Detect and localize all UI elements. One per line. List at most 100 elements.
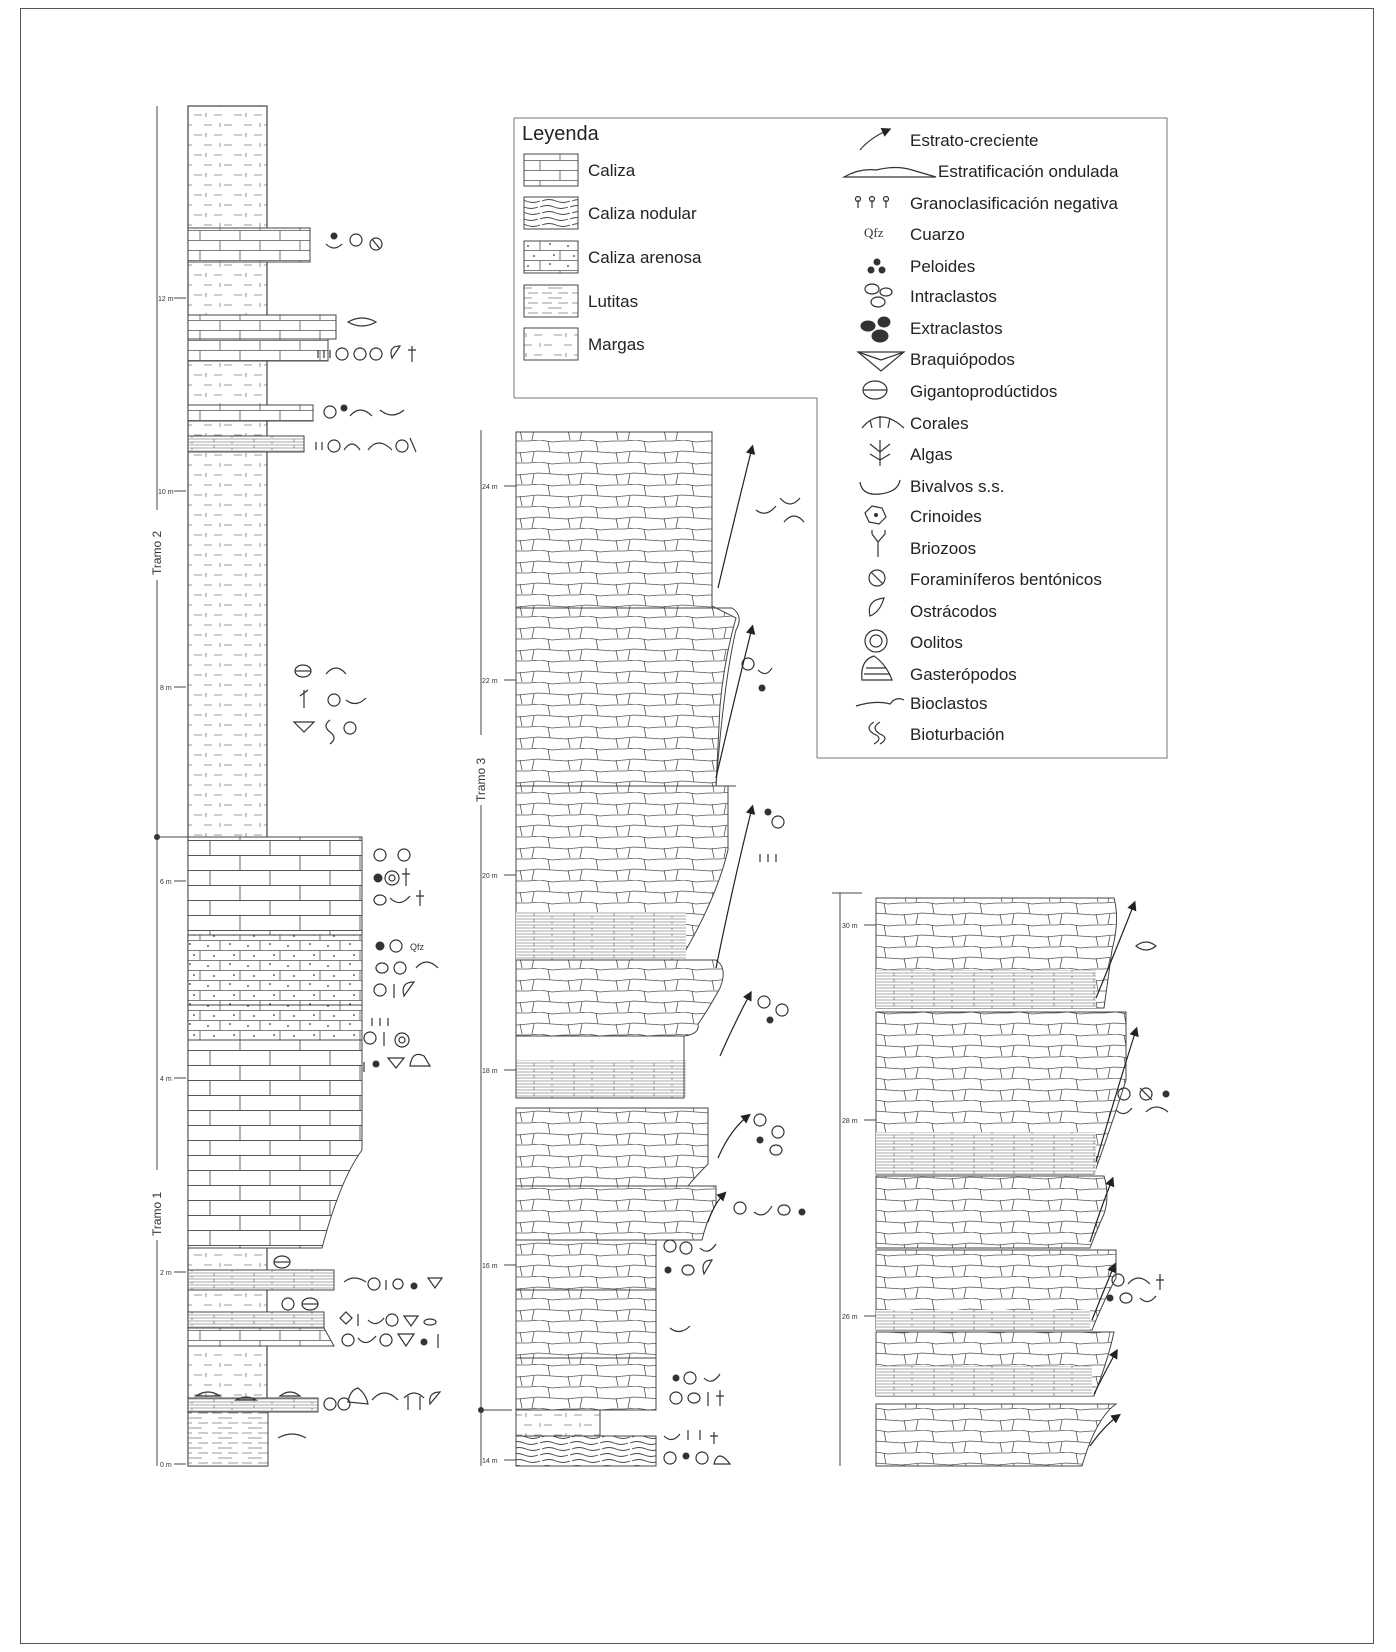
bed xyxy=(875,1403,1118,1467)
legend-label-caliza: Caliza xyxy=(588,161,636,180)
bed xyxy=(187,1269,335,1291)
legend-label-oolitos: Oolitos xyxy=(910,633,963,652)
bed xyxy=(187,1004,363,1041)
wavy-bedding-icon xyxy=(841,166,937,178)
bed xyxy=(187,836,363,936)
tramo-1-label: Tramo 1 xyxy=(150,1191,164,1236)
tick-2m: 2 m xyxy=(160,1270,172,1277)
tick-26m: 26 m xyxy=(842,1314,858,1321)
fossil-symbols-col2 xyxy=(663,497,806,1465)
scale-ticks-3: 26 m 28 m 30 m xyxy=(842,923,876,1321)
intraclast-icon xyxy=(864,283,893,308)
peloid-icon xyxy=(867,258,886,274)
tramo-3-label: Tramo 3 xyxy=(474,757,488,802)
swatch-caliza xyxy=(523,153,579,187)
tick-16m: 16 m xyxy=(482,1263,498,1270)
legend-label-caliza-nodular: Caliza nodular xyxy=(588,204,697,223)
bed xyxy=(515,1357,657,1411)
legend-symbol-labels: Estrato-creciente Estratificación ondula… xyxy=(910,131,1119,744)
bed-top-col2 xyxy=(515,431,737,787)
tick-22m: 22 m xyxy=(482,678,498,685)
legend-label-granoclasificacion: Granoclasificación negativa xyxy=(910,194,1118,213)
tick-28m: 28 m xyxy=(842,1118,858,1125)
arrows-col2 xyxy=(707,444,756,1223)
bed xyxy=(187,1311,325,1329)
swatch-lutitas xyxy=(523,284,579,318)
gastropod-icon xyxy=(861,655,893,681)
bed xyxy=(515,1435,657,1467)
legend-label-bioturbacion: Bioturbación xyxy=(910,725,1005,744)
swatch-caliza-nodular xyxy=(523,196,579,230)
tick-20m: 20 m xyxy=(482,873,498,880)
swatch-margas xyxy=(523,327,579,361)
bed xyxy=(187,435,305,453)
svg-text:Qfz: Qfz xyxy=(410,942,425,952)
legend-label-bivalvos: Bivalvos s.s. xyxy=(910,477,1004,496)
bed xyxy=(187,314,337,340)
legend-label-extraclastos: Extraclastos xyxy=(910,319,1003,338)
legend-label-intraclastos: Intraclastos xyxy=(910,287,997,306)
bed xyxy=(515,959,724,1037)
swatch-caliza-arenosa xyxy=(523,240,579,274)
legend-label-ostracodos: Ostrácodos xyxy=(910,602,997,621)
scale-ticks-1: 0 m 2 m 4 m 6 m 8 m 10 m 12 m xyxy=(158,296,186,1469)
fossil-symbols-col1: Qfz xyxy=(194,232,444,1439)
bed xyxy=(187,1039,363,1249)
tick-0m: 0 m xyxy=(160,1462,172,1469)
bed xyxy=(187,227,311,263)
column-3: 26 m 28 m 30 m xyxy=(832,892,1170,1467)
tick-8m: 8 m xyxy=(160,685,172,692)
fossil-symbols-col3 xyxy=(1106,941,1170,1304)
brachiopod-icon xyxy=(856,351,906,372)
legend-label-margas: Margas xyxy=(588,335,645,354)
crinoid-icon xyxy=(864,505,887,525)
legend-label-peloides: Peloides xyxy=(910,257,975,276)
bioclast-icon xyxy=(855,698,905,707)
bivalve-icon xyxy=(859,479,901,495)
legend-label-estrato-creciente: Estrato-creciente xyxy=(910,131,1039,150)
tick-6m: 6 m xyxy=(160,879,172,886)
coral-icon xyxy=(861,416,905,429)
legend-box-inner-edge xyxy=(514,397,818,758)
tick-24m: 24 m xyxy=(482,484,498,491)
legend-label-gasteropodos: Gasterópodos xyxy=(910,665,1017,684)
legend-label-cuarzo: Cuarzo xyxy=(910,225,965,244)
bed xyxy=(515,1185,717,1241)
gigantoproductid-icon xyxy=(862,380,888,400)
legend-label-corales: Corales xyxy=(910,414,969,433)
negative-grading-icon xyxy=(854,195,890,208)
bioturbation-icon xyxy=(868,721,886,745)
arrow-icon xyxy=(859,128,892,151)
bed xyxy=(515,1409,601,1437)
foraminifera-icon xyxy=(868,569,886,587)
bed xyxy=(875,1175,1108,1249)
scale-ticks-2: 14 m 16 m 18 m 20 m 22 m 24 m xyxy=(482,484,516,1465)
column-1: 0 m 2 m 4 m 6 m 8 m 10 m 12 m Tramo 1 Tr… xyxy=(150,105,444,1469)
legend-label-caliza-arenosa: Caliza arenosa xyxy=(588,248,702,267)
bed xyxy=(187,934,363,1006)
legend-label-gigantoproductidos: Gigantoprodúctidos xyxy=(910,382,1057,401)
bed xyxy=(187,404,314,422)
ostracod-icon xyxy=(868,597,885,617)
legend-label-estratificacion-ondulada: Estratificación ondulada xyxy=(938,162,1119,181)
bed xyxy=(187,338,329,362)
tick-4m: 4 m xyxy=(160,1076,172,1083)
bed xyxy=(515,1107,709,1187)
figure-frame xyxy=(20,8,1374,1644)
column-2: 14 m 16 m 18 m 20 m 22 m 24 m Tramo 3 xyxy=(474,430,806,1467)
tick-30m: 30 m xyxy=(842,923,858,930)
oolite-icon xyxy=(864,629,888,653)
column-1-margas xyxy=(187,105,268,1467)
extraclast-icon xyxy=(860,316,891,343)
bed xyxy=(515,1289,657,1359)
bed xyxy=(187,1411,269,1467)
bryozoan-icon xyxy=(871,530,886,557)
legend-label-algas: Algas xyxy=(910,445,953,464)
tick-14m: 14 m xyxy=(482,1458,498,1465)
algae-icon xyxy=(869,440,891,466)
legend-lithologies: Caliza Caliza nodular Caliza arenosa Lut… xyxy=(523,153,702,361)
legend-label-braquiopodos: Braquiópodos xyxy=(910,350,1015,369)
arrows-col3 xyxy=(1089,900,1139,1447)
legend-label-crinoides: Crinoides xyxy=(910,507,982,526)
tramo-2-label: Tramo 2 xyxy=(150,530,164,575)
